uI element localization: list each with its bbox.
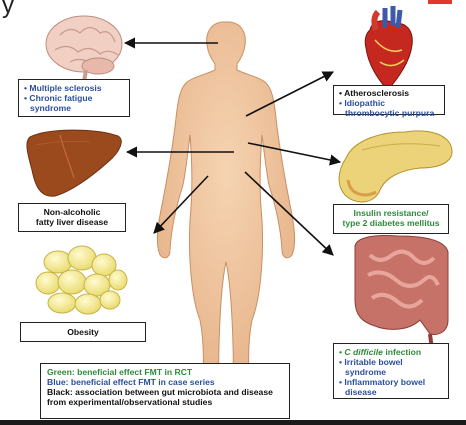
intestine-icon <box>354 235 449 354</box>
brain-icon <box>45 15 123 83</box>
heart-icon <box>364 6 413 91</box>
legend-blue: Blue: beneficial effect FMT in case seri… <box>47 377 215 387</box>
fat-cells-icon <box>35 245 128 315</box>
disease-chronic-fatigue: • Chronic fatigue syndrome <box>24 93 93 113</box>
disease-itp: • Idiopathic thrombocytic purpura <box>339 98 435 118</box>
heart-disease-box: • Atherosclerosis • Idiopathic thrombocy… <box>333 85 445 118</box>
pancreas-line-2: type 2 diabetes mellitus <box>342 218 440 228</box>
legend-green: Green: beneficial effect FMT in RCT <box>47 367 193 377</box>
arrow-to-gut <box>244 171 334 256</box>
pancreas-disease-box: Insulin resistance/ type 2 diabetes mell… <box>333 204 449 234</box>
disease-multiple-sclerosis: • Multiple sclerosis <box>24 83 102 93</box>
legend-black: Black: association between gut microbiot… <box>47 387 273 407</box>
obesity-label: Obesity <box>67 327 99 337</box>
arrow-to-pancreas <box>247 142 342 166</box>
arrow-to-obesity <box>153 175 209 234</box>
human-body <box>156 21 296 403</box>
bottom-edge <box>0 420 466 425</box>
red-corner-mark <box>428 0 452 4</box>
header-fragment: y <box>2 0 14 19</box>
brain-disease-box: • Multiple sclerosis • Chronic fatigue s… <box>18 79 130 117</box>
liver-line-1: Non-alcoholic <box>43 207 101 217</box>
disease-ibs: • Irritable bowel syndrome <box>339 357 403 377</box>
legend-box: Green: beneficial effect FMT in RCT Blue… <box>40 363 290 419</box>
gut-disease-box: • C difficile infection • Irritable bowe… <box>333 343 449 399</box>
pancreas-line-1: Insulin resistance/ <box>353 208 429 218</box>
obesity-box: Obesity <box>20 322 146 342</box>
disease-atherosclerosis: • Atherosclerosis <box>339 88 410 98</box>
disease-ibd: • Inflammatory bowel disease <box>339 377 426 397</box>
pancreas-icon <box>338 130 453 203</box>
arrow-to-heart <box>245 71 334 117</box>
liver-line-2: fatty liver disease <box>35 217 109 227</box>
liver-icon <box>26 129 122 197</box>
arrows <box>123 37 342 256</box>
liver-disease-box: Non-alcoholic fatty liver disease <box>18 203 126 232</box>
disease-c-difficile: • C difficile infection <box>339 347 422 357</box>
